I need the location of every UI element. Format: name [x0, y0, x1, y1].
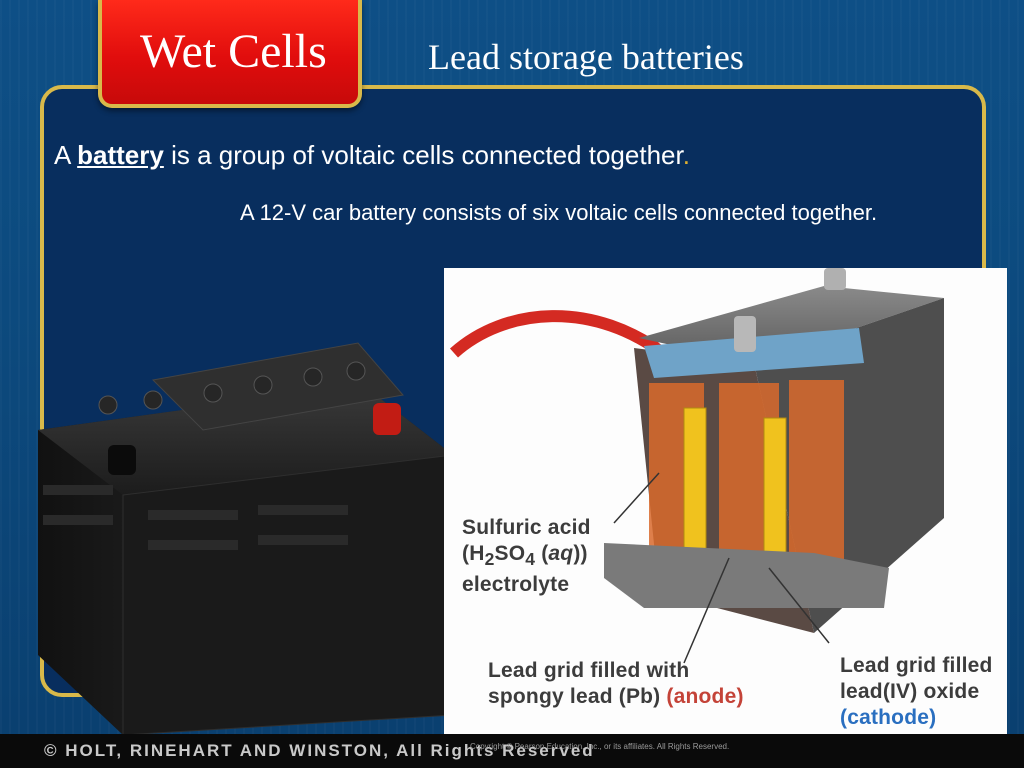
formula-part-close: )) — [573, 542, 588, 565]
cathode-label: Lead grid filled lead(IV) oxide (cathode… — [840, 653, 993, 731]
anode-label-text: spongy lead (Pb) — [488, 685, 667, 708]
subscript-4: 4 — [525, 549, 536, 570]
title-tab: Wet Cells — [98, 0, 362, 108]
battery-cutaway-diagram: Sulfuric acid (H2SO4 (aq)) electrolyte L… — [444, 268, 1007, 746]
electrolyte-label: Sulfuric acid (H2SO4 (aq)) electrolyte — [462, 515, 591, 598]
cathode-label-line1: Lead grid filled — [840, 654, 993, 677]
slide-title: Wet Cells — [140, 25, 327, 78]
formula-part-h: (H — [462, 542, 485, 565]
definition-text: is a group of voltaic cells connected to… — [163, 140, 683, 170]
electrolyte-label-line1: Sulfuric acid — [462, 516, 591, 539]
definition-period: . — [682, 140, 690, 170]
definition-prefix: A — [54, 140, 78, 170]
cathode-role: (cathode) — [840, 706, 937, 729]
footer-copyright: © HOLT, RINEHART AND WINSTON, All Rights… — [44, 741, 595, 760]
anode-label-line2: spongy lead (Pb) (anode) — [488, 684, 744, 710]
battery-term: battery — [77, 140, 164, 170]
car-battery-photo — [38, 342, 454, 736]
battery-definition: A battery is a group of voltaic cells co… — [54, 140, 690, 171]
electrolyte-formula: (H2SO4 (aq)) — [462, 541, 591, 572]
car-battery-note: A 12-V car battery consists of six volta… — [240, 200, 878, 225]
cutaway-illustration — [449, 268, 944, 664]
footer-bar: © HOLT, RINEHART AND WINSTON, All Rights… — [0, 734, 1024, 768]
diagram-copyright: Copyright © Pearson Education, Inc., or … — [470, 742, 730, 751]
anode-label-line1: Lead grid filled with — [488, 659, 690, 682]
formula-part-so: SO — [494, 542, 526, 565]
anode-label: Lead grid filled with spongy lead (Pb) (… — [488, 658, 744, 710]
formula-part-open: ( — [535, 542, 549, 565]
electrolyte-label-line3: electrolyte — [462, 573, 570, 597]
anode-role: (anode) — [666, 685, 744, 708]
formula-aq: aq — [548, 542, 574, 565]
cathode-label-line2: lead(IV) oxide — [840, 680, 980, 703]
slide-subtitle: Lead storage batteries — [428, 37, 744, 77]
subscript-2: 2 — [484, 549, 495, 570]
